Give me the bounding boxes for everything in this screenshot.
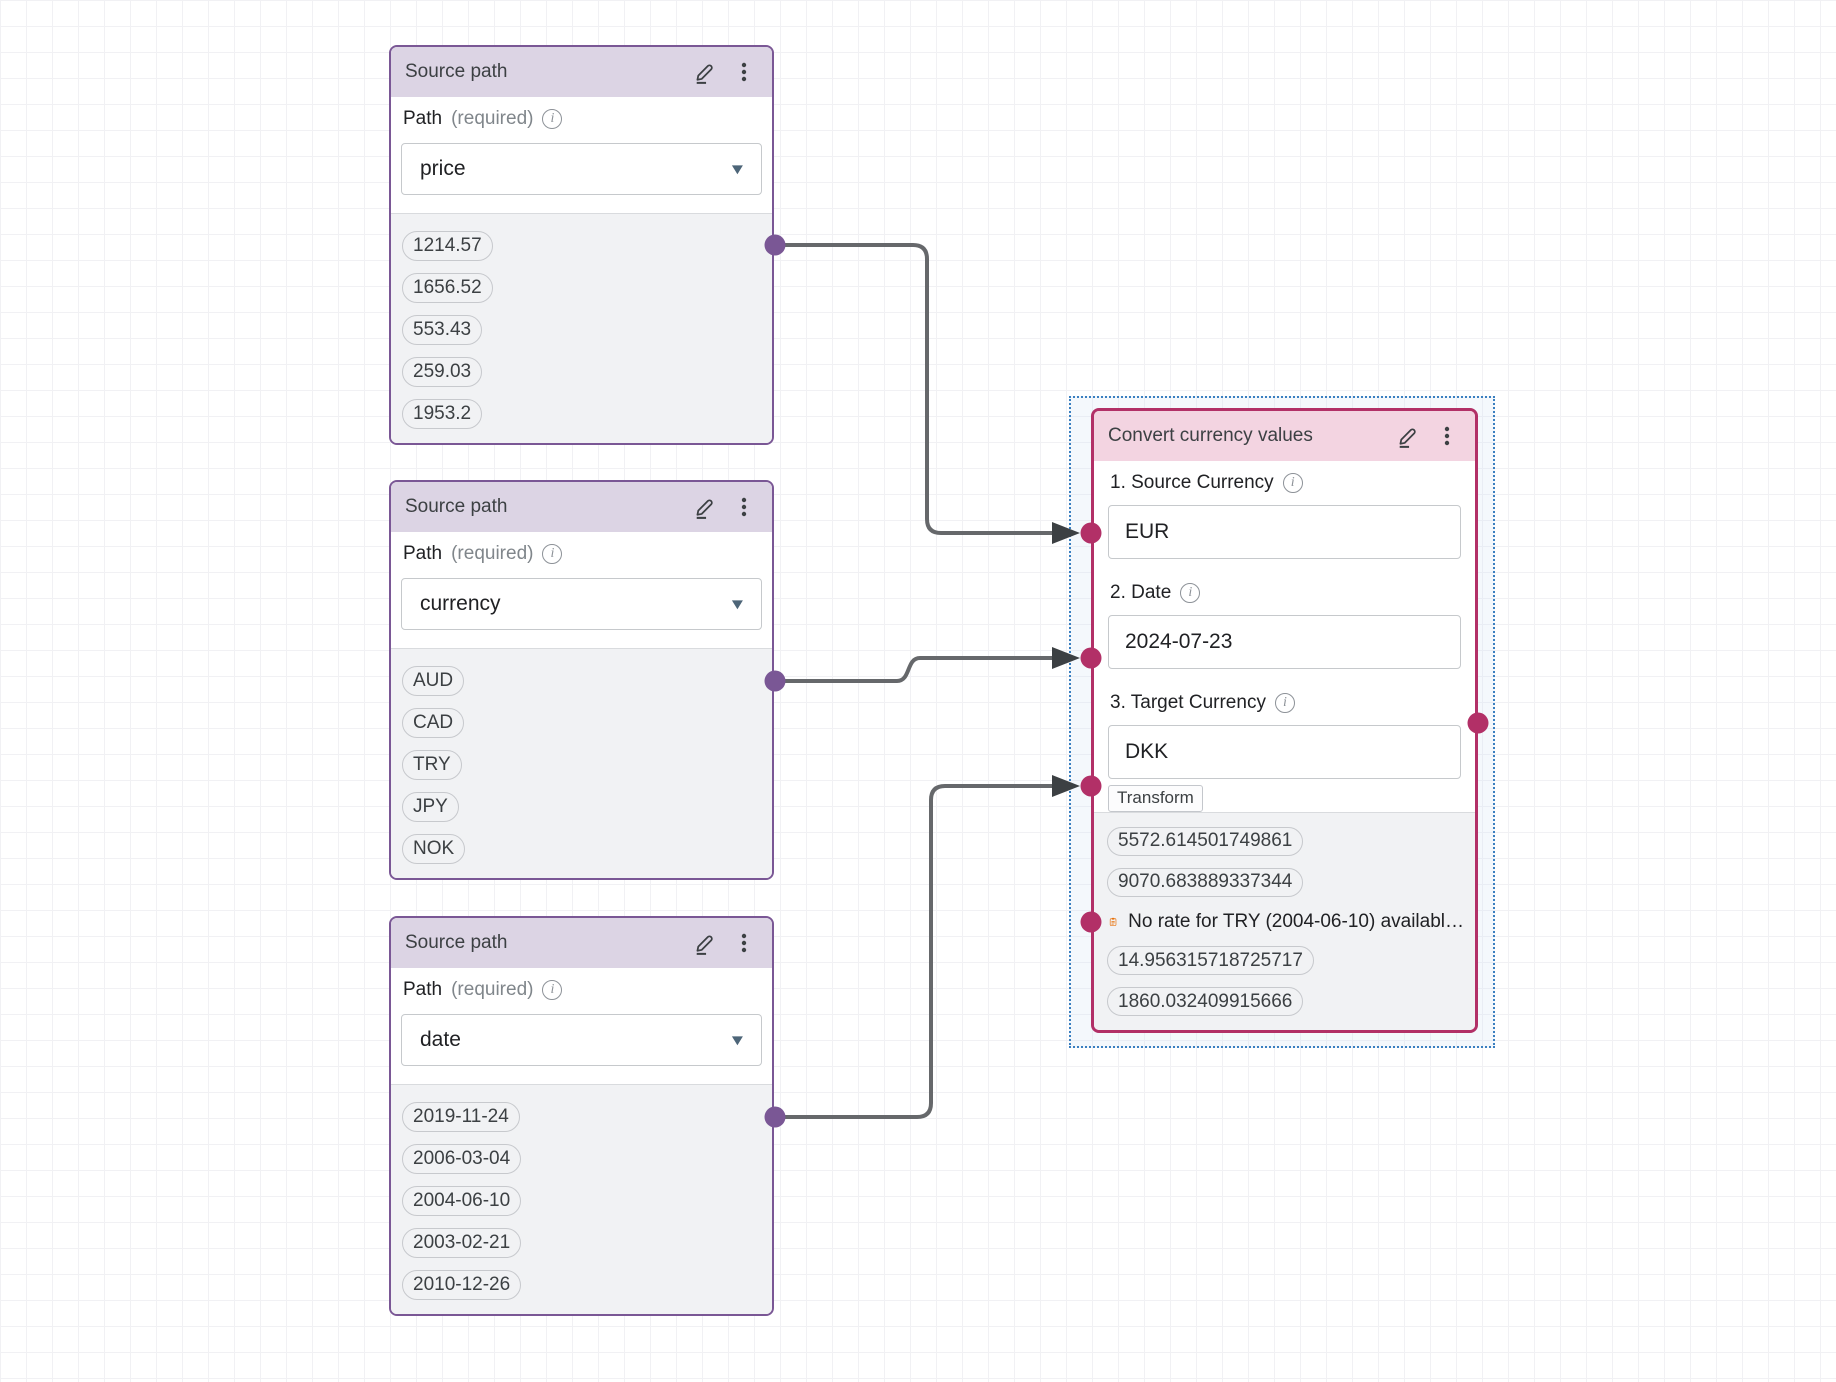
value-pill: 1214.57 — [402, 231, 493, 261]
connection-currency-to-date[interactable] — [775, 656, 1052, 683]
path-select[interactable]: date ▼ — [401, 1014, 762, 1066]
sample-values-list: 2019-11-24 2006-03-04 2004-06-10 2003-02… — [391, 1084, 772, 1314]
source-currency-value: EUR — [1125, 520, 1170, 543]
path-field-label: Path (required) i — [403, 542, 762, 566]
path-select-value: date — [420, 1028, 461, 1051]
field-label-text: 2. Date — [1110, 582, 1172, 603]
kebab-menu-button[interactable] — [724, 487, 764, 527]
node-header[interactable]: Convert currency values — [1094, 411, 1475, 461]
value-pill: 259.03 — [402, 357, 483, 387]
value-pill: 2019-11-24 — [402, 1102, 520, 1132]
kebab-menu-icon — [741, 497, 747, 517]
edit-button[interactable] — [684, 923, 724, 963]
kebab-menu-icon — [741, 933, 747, 953]
value-pill: 2006-03-04 — [402, 1144, 522, 1174]
edit-pencil-icon — [1399, 428, 1416, 448]
value-pill: CAD — [402, 708, 465, 738]
source-currency-label: 1. Source Currency i — [1110, 471, 1461, 495]
kebab-menu-icon — [1444, 426, 1450, 446]
path-select-value: currency — [420, 592, 501, 615]
node-title: Convert currency values — [1108, 425, 1313, 446]
edit-button[interactable] — [1387, 416, 1427, 456]
path-select[interactable]: price ▼ — [401, 143, 762, 195]
node-header[interactable]: Source path — [391, 482, 772, 532]
output-value-pill: 9070.683889337344 — [1107, 867, 1304, 897]
output-error-row: No rate for TRY (2004-06-10) availabl… — [1107, 909, 1464, 934]
date-label: 2. Date i — [1110, 581, 1461, 605]
value-pill: 1953.2 — [402, 399, 483, 429]
info-icon[interactable]: i — [1282, 473, 1303, 493]
source-path-node-date[interactable]: Source path Path (required) i date ▼ 201… — [389, 916, 774, 1316]
source-currency-input[interactable]: EUR — [1108, 505, 1461, 559]
output-error-text: No rate for TRY (2004-06-10) availabl… — [1128, 910, 1464, 932]
value-pill: 2004-06-10 — [402, 1186, 522, 1216]
node-title: Source path — [405, 932, 508, 953]
kebab-menu-button[interactable] — [724, 923, 764, 963]
required-hint: (required) — [451, 543, 534, 564]
value-pill: 2003-02-21 — [402, 1228, 522, 1258]
value-pill: 1656.52 — [402, 273, 493, 303]
output-value-pill: 5572.614501749861 — [1107, 827, 1304, 856]
field-label-text: Path — [403, 979, 443, 1000]
info-icon[interactable]: i — [542, 109, 563, 129]
date-input[interactable]: 2024-07-23 — [1108, 615, 1461, 669]
target-currency-value: DKK — [1125, 740, 1169, 763]
node-title: Source path — [405, 61, 508, 82]
path-select-value: price — [420, 157, 466, 180]
dropdown-caret-icon: ▼ — [728, 160, 747, 178]
node-header[interactable]: Source path — [391, 47, 772, 97]
transform-tag: Transform — [1108, 785, 1203, 812]
kebab-menu-button[interactable] — [724, 52, 764, 92]
edit-pencil-icon — [696, 499, 713, 519]
dropdown-caret-icon: ▼ — [728, 595, 747, 613]
source-path-node-currency[interactable]: Source path Path (required) i currency ▼… — [389, 480, 774, 880]
error-report-icon — [1109, 917, 1117, 926]
date-value: 2024-07-23 — [1125, 630, 1233, 653]
path-field-label: Path (required) i — [403, 978, 762, 1002]
sample-values-list: AUD CAD TRY JPY NOK — [391, 648, 772, 878]
field-label-text: 3. Target Currency — [1110, 692, 1266, 713]
value-pill: JPY — [402, 792, 459, 822]
value-pill: 2010-12-26 — [402, 1270, 522, 1300]
info-icon[interactable]: i — [1274, 693, 1295, 713]
kebab-menu-icon — [741, 62, 747, 82]
path-field-label: Path (required) i — [403, 107, 762, 131]
value-pill: NOK — [402, 834, 466, 864]
output-value-pill: 1860.032409915666 — [1107, 987, 1304, 1016]
info-icon[interactable]: i — [542, 544, 563, 564]
node-title: Source path — [405, 496, 508, 517]
info-icon[interactable]: i — [1180, 583, 1201, 603]
source-path-node-price[interactable]: Source path Path (required) i price ▼ 12… — [389, 45, 774, 445]
required-hint: (required) — [451, 108, 534, 129]
value-pill: AUD — [402, 666, 465, 696]
dropdown-caret-icon: ▼ — [728, 1031, 747, 1049]
field-label-text: Path — [403, 543, 443, 564]
sample-values-list: 1214.57 1656.52 553.43 259.03 1953.2 — [391, 213, 772, 443]
output-values-list: 5572.614501749861 9070.683889337344 No r… — [1094, 812, 1475, 1030]
convert-currency-node[interactable]: Convert currency values 1. Source Curren… — [1091, 408, 1478, 1033]
target-currency-input[interactable]: DKK — [1108, 725, 1461, 779]
connection-date-to-target-currency[interactable] — [775, 784, 1052, 1119]
field-label-text: 1. Source Currency — [1110, 472, 1274, 493]
edit-button[interactable] — [684, 52, 724, 92]
output-value-pill: 14.956315718725717 — [1107, 946, 1314, 976]
path-select[interactable]: currency ▼ — [401, 578, 762, 630]
edit-pencil-icon — [696, 64, 713, 84]
value-pill: TRY — [402, 750, 462, 780]
node-header[interactable]: Source path — [391, 918, 772, 968]
required-hint: (required) — [451, 979, 534, 1000]
edit-button[interactable] — [684, 487, 724, 527]
edit-pencil-icon — [696, 935, 713, 955]
connection-price-to-source-currency[interactable] — [775, 243, 1052, 535]
target-currency-label: 3. Target Currency i — [1110, 691, 1461, 715]
kebab-menu-button[interactable] — [1427, 416, 1467, 456]
value-pill: 553.43 — [402, 315, 483, 345]
info-icon[interactable]: i — [542, 980, 563, 1000]
field-label-text: Path — [403, 108, 443, 129]
